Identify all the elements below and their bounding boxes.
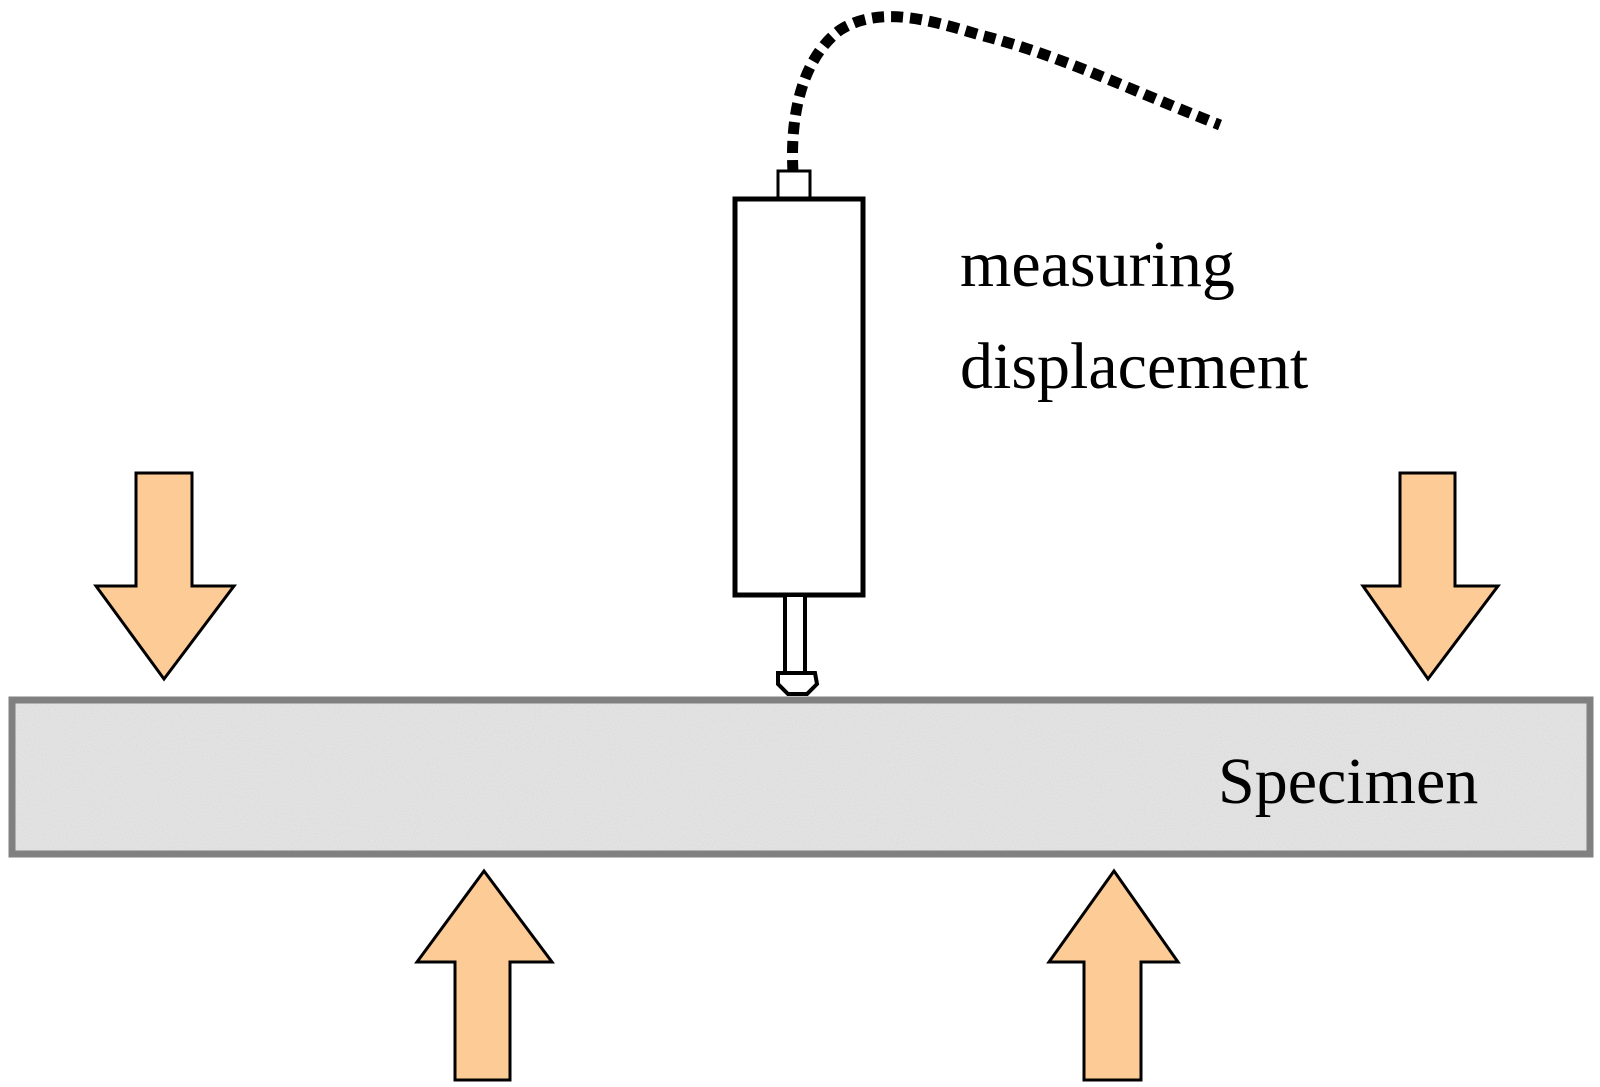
sensor-tip	[776, 671, 820, 696]
sensor-plunger	[783, 593, 807, 675]
specimen-beam	[8, 696, 1594, 858]
sensor-connector	[776, 169, 812, 201]
sensor-cable	[787, 11, 1222, 173]
load-arrow-left	[93, 471, 238, 682]
specimen-label: Specimen	[1218, 745, 1478, 818]
support-arrow-right	[1046, 868, 1181, 1082]
sensor-label-line1: measuring	[960, 228, 1235, 301]
load-arrow-right	[1360, 471, 1502, 682]
sensor-body	[732, 196, 866, 598]
support-arrow-left	[414, 868, 555, 1082]
sensor-label-line2: displacement	[960, 330, 1308, 403]
